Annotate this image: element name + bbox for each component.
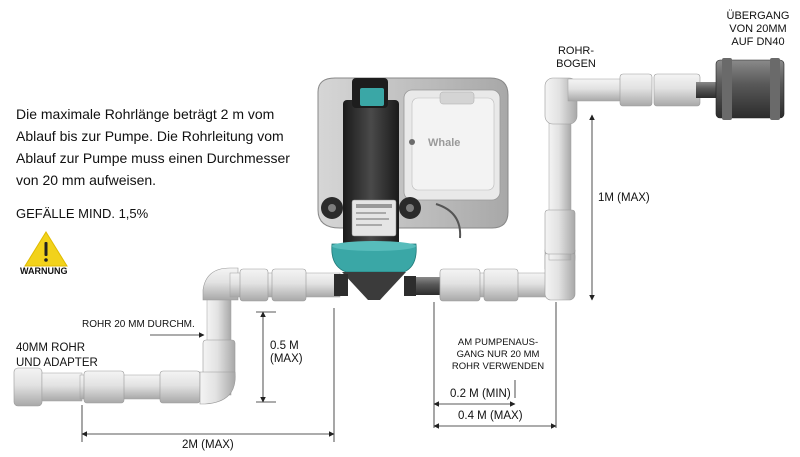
teal-cap [360, 88, 384, 106]
transition-line: VON 20MM [729, 22, 787, 35]
drop-max-label: 0.5 M (MAX) [270, 340, 303, 366]
pump-outlet-stub [412, 277, 444, 295]
outlet-note: AM PUMPENAUS- GANG NUR 20 MM ROHR VERWEN… [440, 337, 556, 373]
transition-line: AUF DN40 [731, 35, 785, 48]
intro-text: Die maximale Rohrlänge beträgt 2 m vom A… [16, 106, 290, 188]
coupling [271, 268, 307, 302]
bend-label: ROHR- BOGEN [548, 45, 604, 71]
pipe-40-line: UND ADAPTER [16, 357, 98, 369]
dimension-lines [81, 114, 595, 442]
outlet-min-label: 0.2 M (MIN) [450, 388, 511, 400]
coupling [544, 209, 576, 255]
transition-label: ÜBERGANG VON 20MM AUF DN40 [716, 10, 800, 49]
outlet-note-line: GANG NUR 20 MM [456, 349, 540, 360]
bend-line: BOGEN [556, 57, 596, 70]
coupling [159, 370, 201, 404]
warning-label: WARNUNG [20, 266, 68, 276]
outlet-max-label: 0.4 M (MAX) [458, 410, 523, 422]
transition-line: ÜBERGANG [726, 10, 790, 22]
coupling [653, 73, 701, 107]
dn40-transition [715, 59, 785, 119]
coupling [239, 268, 269, 302]
drop-max-line: (MAX) [270, 353, 303, 365]
warning-icon [24, 231, 68, 267]
pipe-40-line: 40MM ROHR [16, 342, 86, 354]
outlet-note-line: AM PUMPENAUS- [457, 337, 539, 348]
coupling [439, 268, 481, 302]
pump-inlet-funnel [342, 272, 406, 300]
coupling [83, 370, 125, 404]
coupling [619, 73, 653, 107]
drop-max-line: 0.5 M [270, 340, 299, 352]
pump-unit: Whale [317, 77, 509, 300]
outlet-note-line: ROHR VERWENDEN [451, 361, 545, 372]
length-max-label: 2M (MAX) [182, 439, 234, 451]
pipe-40-label: 40MM ROHR UND ADAPTER [16, 341, 98, 371]
inlet-adapter [13, 367, 43, 407]
coupling [483, 268, 519, 302]
slope-note: GEFÄLLE MIND. 1,5% [16, 206, 149, 221]
rise-max-label: 1M (MAX) [598, 192, 650, 204]
elbow [199, 371, 236, 405]
pipe-20-label: ROHR 20 MM DURCHM. [82, 319, 195, 330]
bend-line: ROHR- [557, 45, 595, 57]
elbow [202, 267, 239, 301]
pipe-network [13, 58, 785, 407]
brand-logo: Whale [428, 137, 460, 149]
